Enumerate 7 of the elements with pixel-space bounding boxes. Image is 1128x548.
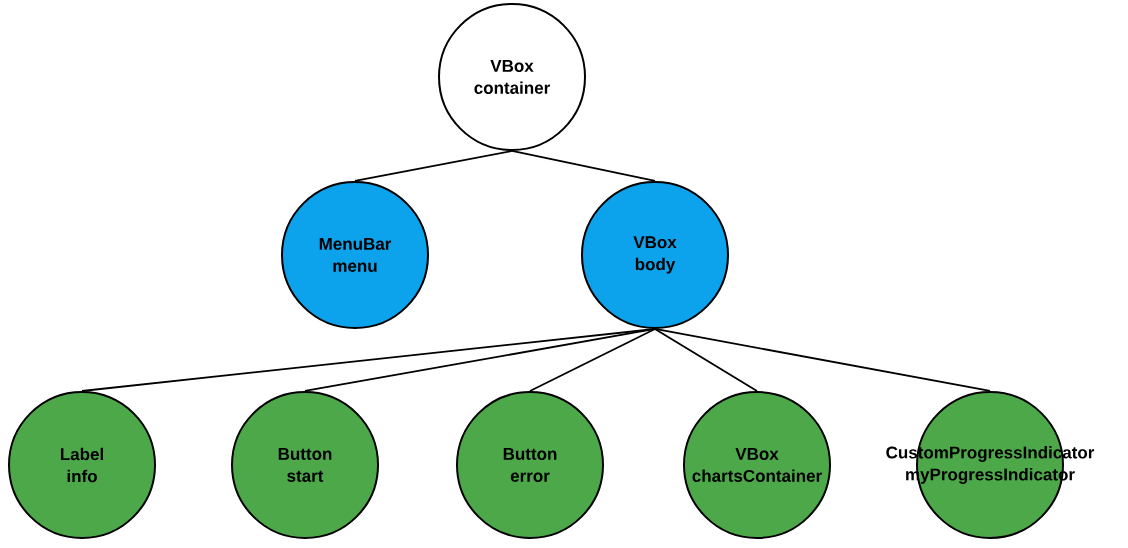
connector-line <box>81 328 656 392</box>
connector-line <box>529 328 656 392</box>
connector-line <box>304 328 656 392</box>
connector-line <box>654 328 991 392</box>
connector-line <box>511 150 656 182</box>
connector-line <box>354 150 513 182</box>
connector-line <box>654 328 758 392</box>
